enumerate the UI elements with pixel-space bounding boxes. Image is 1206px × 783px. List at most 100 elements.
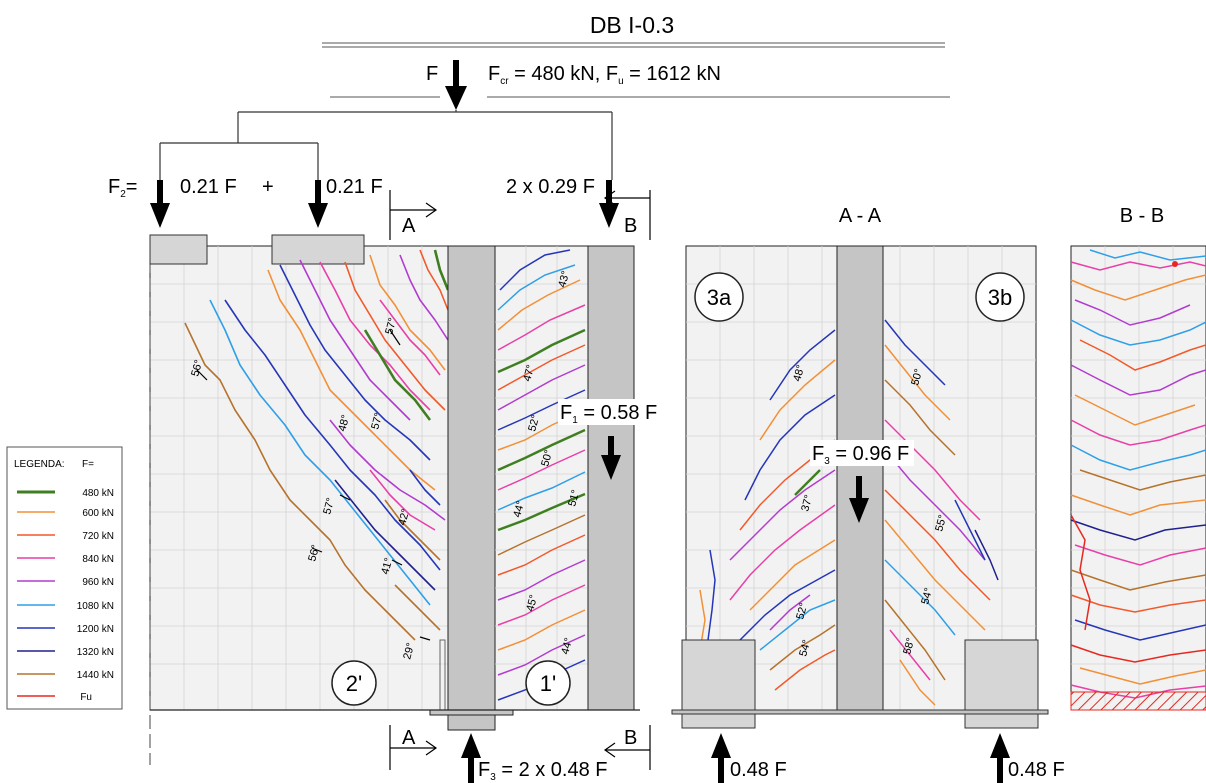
- svg-text:50°: 50°: [909, 368, 925, 387]
- section-a-bottom-marker: [389, 725, 438, 770]
- svg-text:54°: 54°: [797, 639, 813, 658]
- f3-label-bg: [810, 440, 914, 466]
- f1-label-bg: [558, 399, 662, 425]
- svg-text:48°: 48°: [791, 364, 807, 383]
- svg-text:52°: 52°: [794, 602, 810, 621]
- left-panel: 56° 57° 57° 48° 57° 42° 56° 41° 29° 2': [149, 234, 451, 765]
- arrow-f3-section: [849, 476, 869, 523]
- central-column: [429, 245, 514, 731]
- section-bb-panel: [1070, 245, 1206, 711]
- reaction-right-label: 0.48 F: [1008, 759, 1065, 781]
- f-label: F: [426, 63, 438, 85]
- arrow-f1-top: [599, 180, 619, 228]
- svg-text:44°: 44°: [559, 637, 575, 656]
- zone-2-label: 2': [346, 671, 362, 696]
- arrow-f3-bottom: [461, 733, 481, 783]
- f1-total-value: 2 x 0.29 F: [506, 176, 595, 198]
- legend-row: 1320 kN: [17, 647, 114, 658]
- svg-text:29°: 29°: [401, 642, 417, 661]
- svg-text:57°: 57°: [383, 317, 399, 336]
- svg-text:52°: 52°: [526, 414, 542, 433]
- angle-labels-left: 56° 57° 57° 48° 57° 42° 56° 41° 29°: [189, 317, 417, 661]
- legend-label: 1320 kN: [77, 647, 114, 658]
- f3-label: F3 = 0.96 F: [812, 443, 909, 467]
- arrow-f2-right: [308, 180, 328, 228]
- legend-row: 480 kN: [17, 488, 114, 499]
- f3-bottom-label: F3 = 2 x 0.48 F: [478, 759, 608, 783]
- bb-base-hatch: [1070, 691, 1206, 711]
- legend-label: 480 kN: [82, 488, 114, 499]
- zone-1-label: 1': [540, 671, 556, 696]
- zone-3b-label: 3b: [988, 285, 1012, 310]
- fcr-text: Fcr = 480 kN, Fu = 1612 kN: [488, 63, 721, 87]
- svg-text:58°: 58°: [901, 637, 917, 656]
- legend-row: 960 kN: [17, 577, 114, 588]
- section-b-top-marker: [603, 190, 651, 240]
- legend: LEGENDA: F= 480 kN 600 kN 720 kN 840 kN …: [6, 446, 123, 710]
- svg-text:48°: 48°: [336, 414, 352, 433]
- legend-row: 600 kN: [17, 508, 114, 519]
- arrow-reaction-right: [990, 733, 1010, 783]
- legend-label: 720 kN: [82, 531, 114, 542]
- legend-label: 840 kN: [82, 554, 114, 565]
- svg-text:37°: 37°: [799, 494, 815, 513]
- reaction-left-label: 0.48 F: [730, 759, 787, 781]
- zone-2-circle: [331, 660, 377, 706]
- angle-labels-mid: 43° 47° 52° 50° 44° 51° 45° 44°: [511, 270, 582, 656]
- legend-title: LEGENDA:: [14, 459, 65, 470]
- legend-row: 1440 kN: [17, 670, 114, 681]
- svg-text:56°: 56°: [306, 544, 322, 563]
- legend-f-eq: F=: [82, 459, 94, 470]
- svg-text:42°: 42°: [396, 508, 412, 527]
- diagram-title: DB I-0.3: [590, 12, 674, 38]
- legend-row: 1200 kN: [17, 624, 114, 635]
- legend-row: 840 kN: [17, 554, 114, 565]
- zone-1-circle: [525, 660, 571, 706]
- svg-text:50°: 50°: [539, 449, 555, 468]
- right-plate: [587, 245, 635, 711]
- main-load-label: F Fcr = 480 kN, Fu = 1612 kN: [426, 63, 721, 87]
- svg-text:41°: 41°: [379, 557, 395, 576]
- zone-3a-circle: [694, 272, 744, 322]
- arrow-f2-left: [150, 180, 170, 228]
- legend-row: Fu: [17, 692, 92, 703]
- svg-text:47°: 47°: [521, 364, 537, 383]
- svg-text:56°: 56°: [189, 359, 205, 378]
- legend-label: 600 kN: [82, 508, 114, 519]
- svg-text:57°: 57°: [369, 412, 385, 431]
- section-a-top: A: [402, 215, 416, 237]
- plus-sign: +: [262, 176, 274, 198]
- section-b-top: B: [624, 215, 637, 237]
- f1-label: F1 = 0.58 F: [560, 402, 657, 426]
- svg-text:51°: 51°: [566, 489, 582, 508]
- f2-label: F2=: [108, 176, 137, 200]
- f2-a-value: 0.21 F: [180, 176, 237, 198]
- legend-label: 1080 kN: [77, 601, 114, 612]
- svg-text:55°: 55°: [933, 514, 949, 533]
- f2-b-value: 0.21 F: [326, 176, 383, 198]
- zone-3a-label: 3a: [707, 285, 732, 310]
- main-load-arrow: [445, 60, 467, 110]
- angle-labels-aa: 48° 50° 37° 55° 52° 54° 54° 58°: [791, 364, 949, 658]
- svg-text:57°: 57°: [321, 497, 337, 516]
- legend-label: 1440 kN: [77, 670, 114, 681]
- legend-label: 960 kN: [82, 577, 114, 588]
- section-a-top-marker: [389, 190, 438, 240]
- section-bb-title: B - B: [1120, 205, 1164, 227]
- support-right: [964, 639, 1039, 711]
- legend-row: 1080 kN: [17, 601, 114, 612]
- load-plate-left: [149, 234, 208, 265]
- section-b-bottom: B: [624, 727, 637, 749]
- load-distribution-tree: [159, 110, 613, 180]
- legend-row: 720 kN: [17, 531, 114, 542]
- svg-text:44°: 44°: [511, 500, 527, 519]
- load-plate-mid: [271, 234, 365, 265]
- arrow-f1: [601, 436, 621, 480]
- zone-3b-circle: [975, 272, 1025, 322]
- svg-text:54°: 54°: [919, 587, 935, 606]
- section-b-bottom-marker: [603, 725, 651, 770]
- svg-text:43°: 43°: [556, 270, 572, 289]
- section-aa-title: A - A: [839, 205, 882, 227]
- support-left: [681, 639, 756, 711]
